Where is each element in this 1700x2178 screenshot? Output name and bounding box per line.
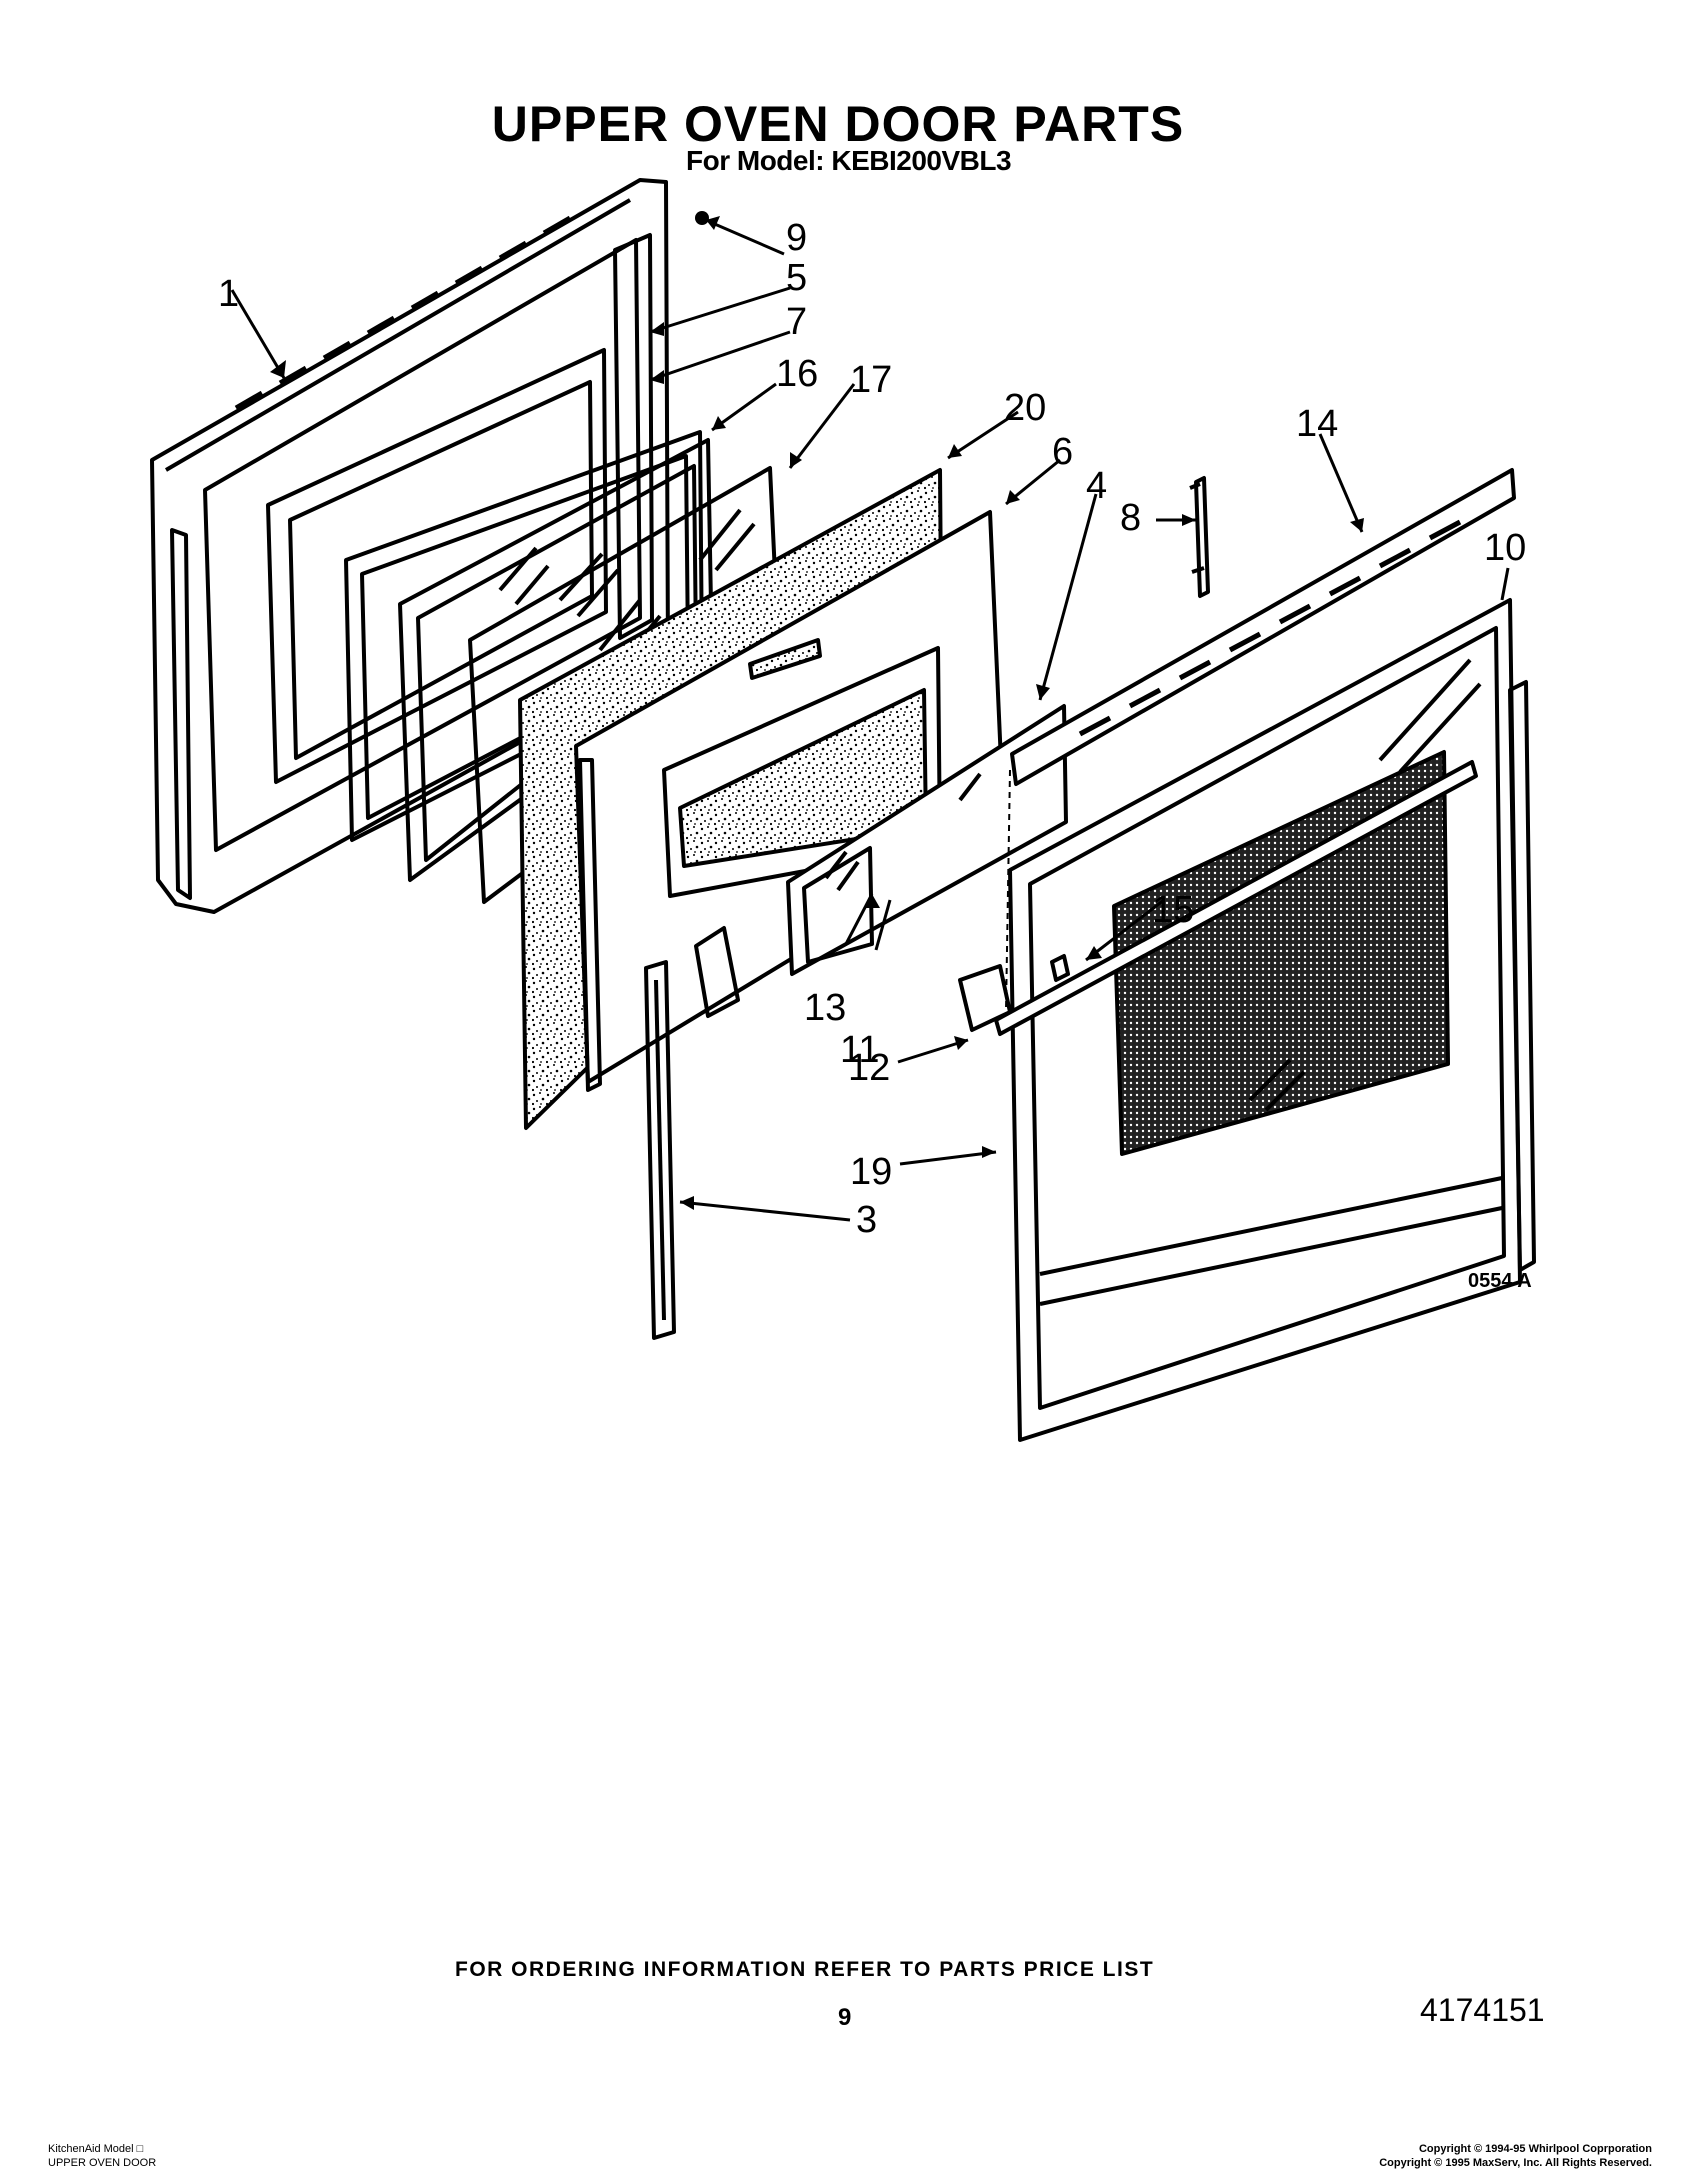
page-number: 9 <box>838 2004 852 2031</box>
callout-15: 15 <box>1152 889 1194 931</box>
vent-slots <box>234 215 572 411</box>
callout-4: 4 <box>1086 465 1107 507</box>
callout-3: 3 <box>856 1199 877 1241</box>
ordering-info: FOR ORDERING INFORMATION REFER TO PARTS … <box>455 1958 1155 1981</box>
door-side-strip <box>644 960 676 1340</box>
callout-11: 11 <box>840 1029 879 1071</box>
callout-17: 17 <box>850 359 892 401</box>
leader-lines <box>230 220 1510 1222</box>
inner-glass-frame <box>266 348 608 784</box>
callout-8: 8 <box>1120 497 1141 539</box>
door-clip <box>1189 476 1210 598</box>
outer-glass-4 <box>786 704 1068 976</box>
callout-6: 6 <box>1052 431 1073 473</box>
footer-copyright: Copyright © 1994-95 Whirlpool Coprporati… <box>1379 2142 1652 2170</box>
copyright-maxserv: Copyright © 1995 MaxServ, Inc. All Right… <box>1379 2157 1652 2169</box>
callout-12: 12 <box>848 1047 890 1089</box>
callout-1: 1 <box>218 273 239 315</box>
callout-5: 5 <box>786 257 807 299</box>
footer-left: KitchenAid Model □ UPPER OVEN DOOR <box>48 2142 156 2170</box>
part-number: 4174151 <box>1420 1992 1545 2028</box>
model-subtitle: For Model: KEBI200VBL3 <box>686 145 1012 176</box>
door-handle <box>958 760 1478 1036</box>
callout-labels: 1 5 9 7 16 17 20 6 4 8 14 10 15 13 11 12… <box>218 217 1526 1241</box>
callout-16: 16 <box>776 353 818 395</box>
callout-13: 13 <box>804 987 846 1029</box>
outer-door <box>1008 598 1536 1442</box>
footer-section-line: UPPER OVEN DOOR <box>48 2157 157 2169</box>
footer-model-line: KitchenAid Model □ <box>48 2143 144 2155</box>
callout-9: 9 <box>786 217 807 259</box>
door-trim <box>1010 468 1516 786</box>
callout-20: 20 <box>1004 387 1046 429</box>
callout-14: 14 <box>1296 403 1338 445</box>
callout-19: 19 <box>850 1151 892 1193</box>
callout-10: 10 <box>1484 527 1526 569</box>
diagram-reference: 0554 A <box>1468 1270 1532 1292</box>
page-title: UPPER OVEN DOOR PARTS <box>491 96 1185 152</box>
callout-7: 7 <box>786 301 807 343</box>
copyright-whirlpool: Copyright © 1994-95 Whirlpool Coprporati… <box>1418 2143 1652 2155</box>
